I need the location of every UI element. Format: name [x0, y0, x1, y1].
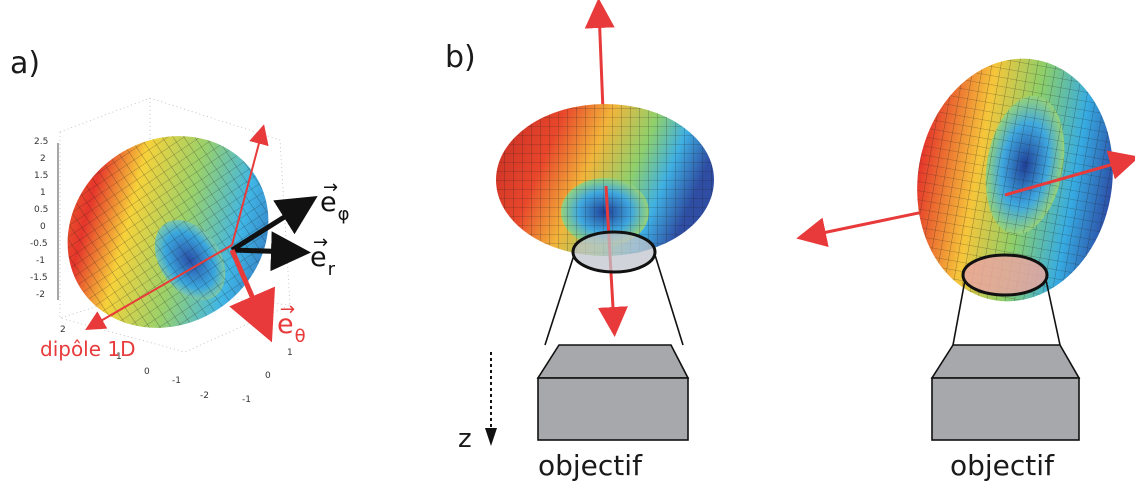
- tick-label: 2: [40, 154, 46, 164]
- dipole-axis-arrow-lower: [85, 244, 233, 331]
- objective-left-lens: [571, 230, 657, 274]
- dipole-axis-arrow: [231, 124, 269, 246]
- objective-left-label: objectif: [538, 449, 642, 482]
- tick-label: 2.5: [34, 137, 49, 147]
- torus-a: [67, 136, 269, 328]
- panel-a-label: a): [10, 46, 41, 81]
- tick-label: 1.5: [34, 171, 49, 181]
- vector-arrow-icon: →: [313, 232, 329, 253]
- objective-right-body-top: [930, 344, 1081, 379]
- z-axis-label: z: [458, 424, 472, 454]
- vector-arrow-icon: →: [280, 299, 296, 320]
- tick-label: 1: [116, 352, 122, 362]
- objective-left-body-top: [536, 344, 690, 379]
- tick-label: 0: [265, 371, 271, 381]
- objective-left: [536, 230, 690, 441]
- tick-label: 0: [144, 367, 150, 377]
- vector-arrow-icon: →: [323, 177, 339, 198]
- tick-label: -2: [36, 290, 45, 300]
- tick-label: 1: [40, 188, 46, 198]
- tick-label: 0.5: [34, 205, 49, 215]
- tick-label: -2: [200, 391, 209, 401]
- right-dipole-arrow-right: [1004, 150, 1135, 197]
- objective-right-lens: [961, 253, 1049, 297]
- objective-left-body: [537, 377, 689, 441]
- tick-label: -1: [36, 256, 45, 266]
- e-r-arrow: [231, 231, 311, 272]
- z-axis-arrowhead: [485, 428, 497, 446]
- e-phi-arrow: [230, 196, 318, 253]
- e-theta-base: e: [277, 309, 294, 340]
- tick-label: 1: [287, 348, 293, 358]
- e-theta-sub: θ: [294, 326, 306, 347]
- objective-right: [930, 253, 1081, 441]
- e-theta-label: → eθ: [277, 301, 306, 346]
- torus-b-right: [917, 58, 1113, 302]
- tick-label: -1: [242, 395, 251, 405]
- e-phi-label: → eφ: [320, 179, 350, 224]
- tick-label: -0.5: [30, 239, 48, 249]
- e-theta-arrow: [229, 249, 276, 343]
- tick-label: 2: [60, 325, 66, 335]
- dipole-label: dipôle 1D: [40, 337, 136, 361]
- e-r-label: → er: [310, 234, 335, 279]
- objective-right-label: objectif: [950, 449, 1054, 482]
- tick-label: -1: [172, 376, 181, 386]
- panel-b-label: b): [445, 40, 476, 75]
- e-phi-base: e: [320, 187, 337, 218]
- tick-label: 0: [40, 222, 46, 232]
- e-phi-sub: φ: [337, 204, 350, 225]
- torus-b-left: [496, 104, 714, 256]
- e-r-sub: r: [327, 259, 336, 280]
- e-r-base: e: [310, 242, 327, 273]
- tick-label: -1.5: [30, 273, 48, 283]
- objective-right-body: [931, 377, 1080, 441]
